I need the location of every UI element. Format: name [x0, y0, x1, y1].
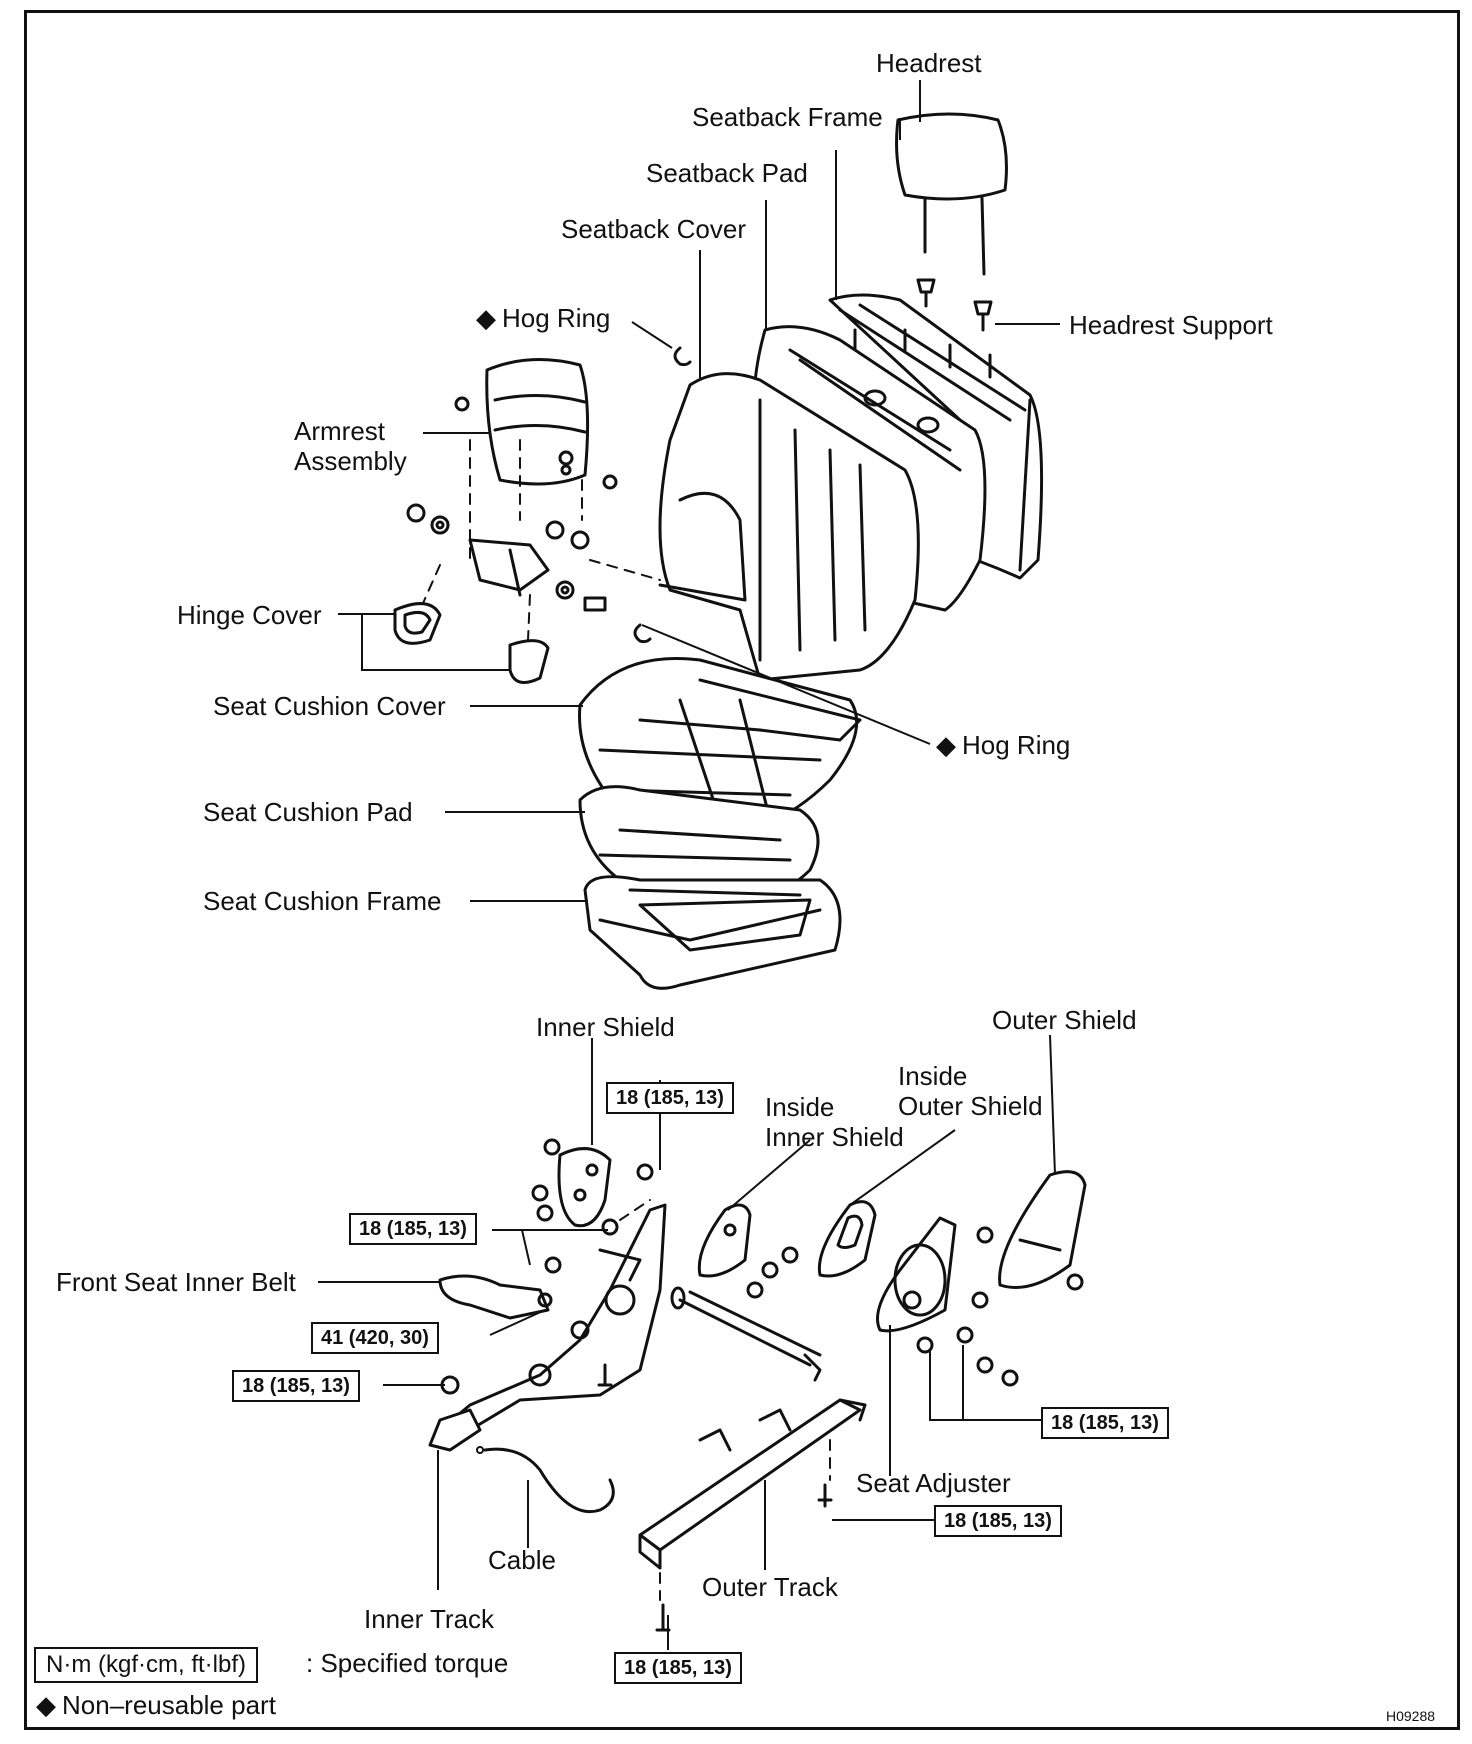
- legend-unit-box: N·m (kgf·cm, ft·lbf): [34, 1647, 258, 1683]
- label-inside-inner-shield-2: Inner Shield: [765, 1122, 904, 1152]
- torque-box-adjuster-left: 18 (185, 13): [232, 1370, 360, 1402]
- label-inside-outer-shield-1: Inside: [898, 1061, 968, 1091]
- torque-box-adjuster-right: 18 (185, 13): [1041, 1407, 1169, 1439]
- label-front-seat-inner-belt: Front Seat Inner Belt: [56, 1267, 296, 1297]
- legend-unit-text: : Specified torque: [306, 1648, 509, 1678]
- outer-shield-part: [998, 1170, 1087, 1291]
- legend-nonreusable: ◆Non–reusable part: [36, 1690, 276, 1720]
- label-outer-shield: Outer Shield: [992, 1005, 1137, 1035]
- label-headrest-support: Headrest Support: [1069, 310, 1273, 340]
- inner-shield-bolts: [531, 1138, 654, 1274]
- inside-outer-shield-part: [817, 1200, 877, 1278]
- seat-adjuster-outer-part: [876, 1216, 1019, 1387]
- torque-box-track-right: 18 (185, 13): [934, 1505, 1062, 1537]
- outer-track-part: [638, 1398, 867, 1570]
- armrest-assembly-part: [485, 358, 590, 486]
- label-seat-cushion-pad: Seat Cushion Pad: [203, 797, 413, 827]
- seat-cushion-pad-part: [578, 785, 820, 907]
- label-inner-track: Inner Track: [364, 1604, 495, 1634]
- label-hog-ring-top: ◆Hog Ring: [476, 303, 611, 333]
- label-armrest-assembly-2: Assembly: [294, 446, 407, 476]
- nonreusable-diamond-icon: ◆: [476, 303, 496, 333]
- label-inside-outer-shield-2: Outer Shield: [898, 1091, 1043, 1121]
- label-headrest: Headrest: [876, 48, 982, 78]
- label-inner-shield: Inner Shield: [536, 1012, 675, 1042]
- headrest-support-part: [916, 278, 993, 332]
- inside-inner-shield-part: [697, 1203, 799, 1299]
- front-seat-inner-belt-part: [438, 1274, 553, 1320]
- torque-box-track-bottom: 18 (185, 13): [614, 1652, 742, 1684]
- hinge-bracket-part: [468, 538, 550, 597]
- seatback-cover-part: [658, 372, 920, 682]
- bolt-track-right: [817, 1483, 833, 1508]
- hinge-cover-part: [393, 602, 550, 684]
- hog-ring-mid-part: [633, 623, 652, 644]
- seat-cushion-frame-part: [583, 875, 842, 990]
- inner-track-part: [428, 1408, 482, 1452]
- label-seatback-cover: Seatback Cover: [561, 214, 746, 244]
- label-inside-inner-shield-1: Inside: [765, 1092, 835, 1122]
- label-cable: Cable: [488, 1545, 556, 1575]
- nonreusable-diamond-icon: ◆: [36, 1690, 56, 1720]
- torque-box-inner-shield: 18 (185, 13): [606, 1082, 734, 1114]
- cross-rod-part: [670, 1286, 822, 1382]
- label-seatback-frame: Seatback Frame: [692, 102, 883, 132]
- hog-ring-top-part: [673, 346, 692, 367]
- label-seat-cushion-cover: Seat Cushion Cover: [213, 691, 446, 721]
- nonreusable-diamond-icon: ◆: [936, 730, 956, 760]
- figure-code: H09288: [1386, 1708, 1436, 1724]
- label-hinge-cover: Hinge Cover: [177, 600, 322, 630]
- label-seatback-pad: Seatback Pad: [646, 158, 808, 188]
- label-hog-ring-mid: ◆Hog Ring: [936, 730, 1071, 760]
- inner-shield-part: [557, 1147, 612, 1228]
- label-armrest-assembly-1: Armrest: [294, 416, 385, 446]
- headrest-part: [895, 112, 1008, 276]
- cable-part: [483, 1447, 615, 1514]
- hinge-bolts: [406, 396, 618, 612]
- torque-box-inner-shield-lower: 18 (185, 13): [349, 1213, 477, 1245]
- torque-box-inner-belt: 41 (420, 30): [311, 1322, 439, 1354]
- label-outer-track: Outer Track: [702, 1572, 838, 1602]
- diagram-frame: [24, 10, 1460, 1730]
- label-seat-adjuster: Seat Adjuster: [856, 1468, 1011, 1498]
- label-seat-cushion-frame: Seat Cushion Frame: [203, 886, 442, 916]
